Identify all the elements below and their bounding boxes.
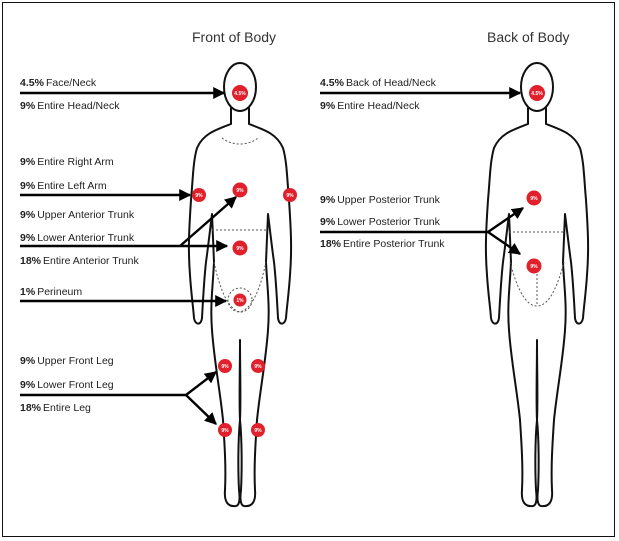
front-body-figure (189, 63, 291, 506)
label-entire-left-arm: 9%Entire Left Arm (20, 180, 107, 192)
burn-markers: 4.5% 9% 9% 9% 9% 1% 9% 9% 9% 9% 4.5% 9% … (192, 85, 545, 437)
svg-text:9%: 9% (221, 364, 229, 370)
label-lower-anterior-trunk: 9%Lower Anterior Trunk (20, 232, 135, 244)
label-upper-posterior-trunk: 9%Upper Posterior Trunk (320, 194, 441, 206)
label-upper-anterior-trunk: 9%Upper Anterior Trunk (20, 209, 135, 221)
marker-lower-leg-right: 9% (218, 423, 232, 437)
svg-text:4.5%: 4.5% (531, 91, 543, 97)
svg-text:9%: 9% (530, 264, 538, 270)
marker-lower-leg-left: 9% (251, 423, 265, 437)
svg-text:9%: 9% (254, 428, 262, 434)
marker-lower-trunk: 9% (233, 241, 248, 256)
label-lower-posterior-trunk: 9%Lower Posterior Trunk (320, 216, 441, 228)
arrow-back-upper (488, 208, 523, 232)
label-lower-front-leg: 9%Lower Front Leg (20, 379, 114, 391)
label-entire-head-neck: 9%Entire Head/Neck (20, 100, 120, 112)
label-face-neck: 4.5%Face/Neck (20, 77, 97, 89)
label-back-entire-head-neck: 9%Entire Head/Neck (320, 100, 420, 112)
marker-upper-leg-right: 9% (218, 359, 232, 373)
marker-right-arm: 9% (192, 188, 206, 202)
label-entire-leg: 18%Entire Leg (20, 402, 91, 414)
svg-text:9%: 9% (236, 246, 244, 252)
svg-text:9%: 9% (221, 428, 229, 434)
svg-text:1%: 1% (236, 298, 244, 304)
svg-text:4.5%: 4.5% (234, 91, 246, 97)
svg-text:9%: 9% (195, 193, 203, 199)
marker-perineum: 1% (234, 294, 247, 307)
svg-text:9%: 9% (530, 196, 538, 202)
arrow-upper-leg (186, 372, 216, 395)
marker-back-lower-trunk: 9% (527, 259, 542, 274)
back-heading: Back of Body (487, 29, 570, 45)
label-entire-right-arm: 9%Entire Right Arm (20, 156, 114, 168)
svg-text:9%: 9% (286, 193, 294, 199)
label-back-of-head-neck: 4.5%Back of Head/Neck (320, 77, 437, 89)
marker-face: 4.5% (232, 85, 248, 101)
marker-upper-leg-left: 9% (251, 359, 265, 373)
marker-back-head: 4.5% (529, 85, 545, 101)
label-perineum: 1%Perineum (20, 286, 82, 298)
svg-text:9%: 9% (254, 364, 262, 370)
back-label-list: 4.5%Back of Head/Neck 9%Entire Head/Neck… (320, 77, 445, 250)
label-upper-front-leg: 9%Upper Front Leg (20, 355, 114, 367)
label-entire-anterior-trunk: 18%Entire Anterior Trunk (20, 255, 139, 267)
arrow-lower-leg (186, 395, 216, 424)
marker-upper-trunk: 9% (233, 183, 248, 198)
svg-text:9%: 9% (236, 188, 244, 194)
label-entire-posterior-trunk: 18%Entire Posterior Trunk (320, 238, 445, 250)
back-body-figure (486, 63, 588, 506)
marker-back-upper-trunk: 9% (527, 191, 542, 206)
front-heading: Front of Body (192, 29, 276, 45)
marker-left-arm: 9% (283, 188, 297, 202)
